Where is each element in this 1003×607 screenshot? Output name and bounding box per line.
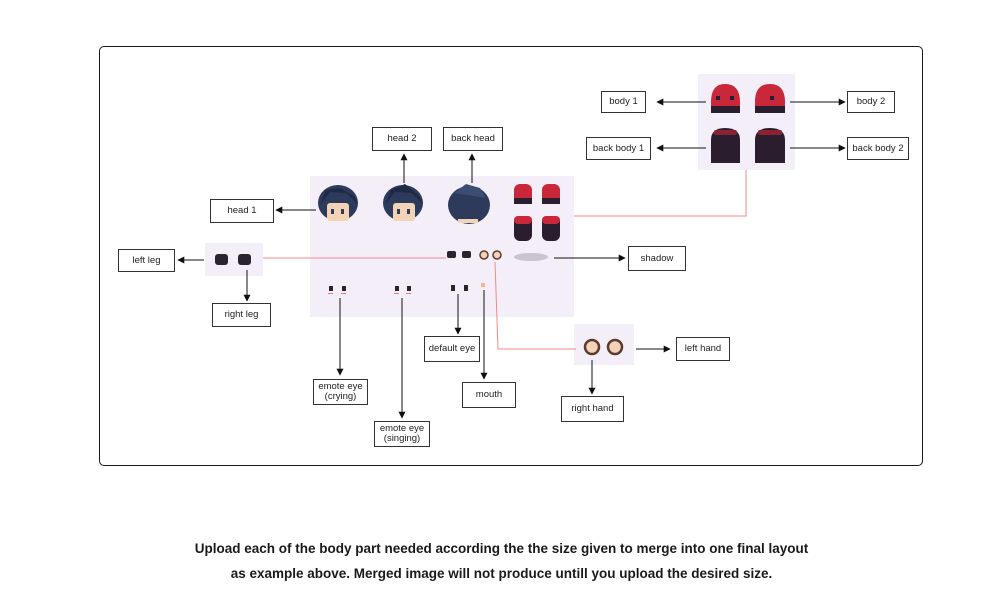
label-default-eye: default eye	[424, 336, 480, 362]
leg-sprites	[215, 254, 251, 265]
label-head-1: head 1	[210, 199, 274, 223]
label-right-leg: right leg	[212, 303, 271, 327]
small-parts-row	[447, 250, 548, 261]
caption-line-2: as example above. Merged image will not …	[230, 566, 773, 581]
leg-sprite-sheet	[205, 243, 263, 276]
body-2-sprite	[755, 84, 785, 113]
hand-sprites	[583, 338, 624, 356]
sheet-connectors	[263, 170, 747, 350]
label-right-hand: right hand	[561, 396, 624, 422]
head-1-sprite	[318, 185, 358, 221]
back-body-2-sprite	[755, 128, 785, 163]
label-left-leg: left leg	[118, 249, 175, 272]
hand-sprite-sheet	[574, 324, 634, 365]
label-body-1: body 1	[601, 91, 646, 113]
label-body-2: body 2	[847, 91, 895, 113]
eye-sprites	[328, 283, 485, 294]
label-arrows	[177, 98, 846, 419]
label-mouth: mouth	[462, 382, 516, 408]
label-head-2: head 2	[372, 127, 432, 151]
label-back-body-1: back body 1	[586, 137, 651, 160]
label-shadow: shadow	[628, 246, 686, 271]
body-mini-sprites	[514, 184, 560, 241]
back-body-1-sprite	[711, 128, 740, 163]
label-back-head: back head	[443, 127, 503, 151]
label-emote-eye-singing: emote eye (singing)	[374, 421, 430, 447]
head-2-sprite	[383, 184, 423, 221]
label-left-hand: left hand	[676, 337, 730, 361]
label-back-body-2: back body 2	[847, 137, 909, 160]
back-head-sprite	[448, 184, 490, 224]
caption-line-1: Upload each of the body part needed acco…	[194, 541, 809, 556]
label-emote-eye-crying: emote eye (crying)	[313, 379, 368, 405]
body-1-sprite	[711, 84, 740, 113]
